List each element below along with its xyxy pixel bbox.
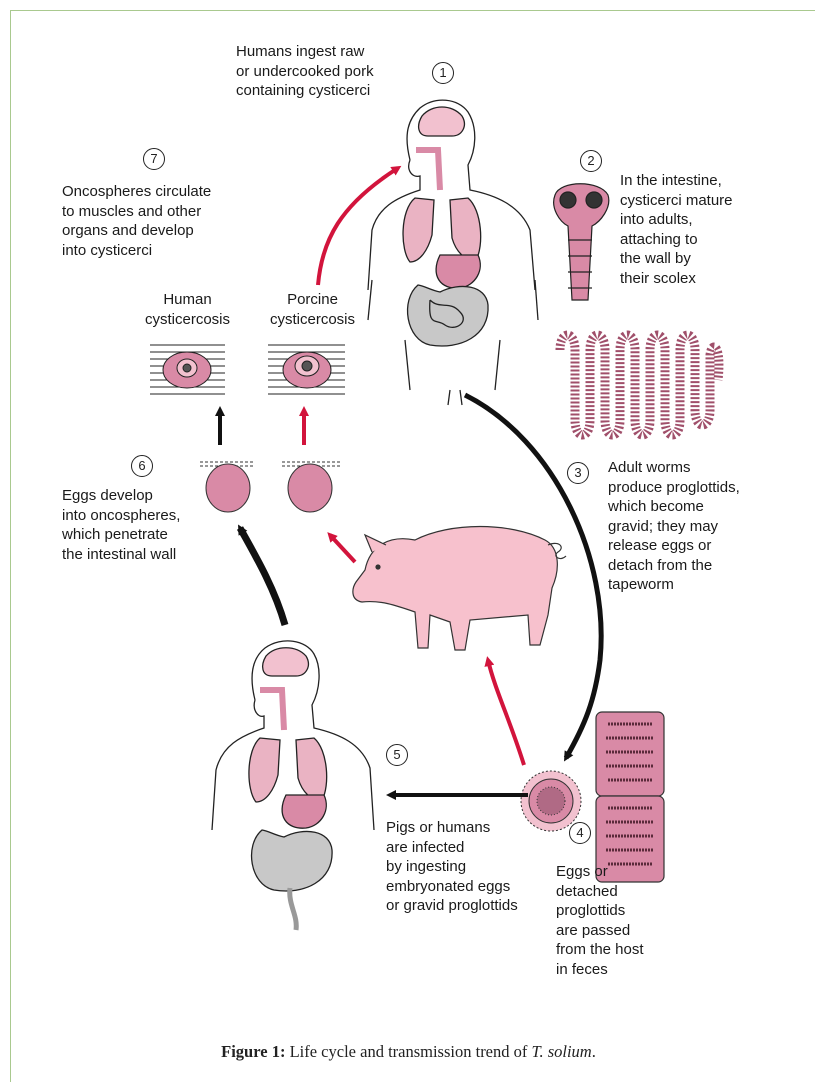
step-1-number: 1: [432, 62, 454, 84]
caption-species: T. solium: [532, 1042, 592, 1061]
step-1-text: Humans ingest raw or undercooked pork co…: [236, 42, 374, 101]
porcine-cysticercosis-label: Porcine cysticercosis: [250, 290, 375, 329]
adult-tapeworm-illustration: [560, 335, 719, 435]
human-host-bottom: [212, 641, 374, 930]
scolex-illustration: [554, 184, 609, 300]
human-cysticercosis-label: Human cysticercosis: [130, 290, 245, 329]
gravid-proglottids-illustration: [596, 712, 664, 882]
step-2-text: In the intestine, cysticerci mature into…: [620, 171, 733, 288]
oncosphere-porcine: [282, 462, 340, 512]
oncosphere-human: [200, 462, 255, 512]
step-5-number: 5: [386, 744, 408, 766]
arrow-to-human-top: [318, 168, 398, 285]
arrow-pig-to-oncosphere: [330, 535, 355, 562]
caption-suffix: .: [592, 1042, 596, 1061]
step-6-number: 6: [131, 455, 153, 477]
step-7-number: 7: [143, 148, 165, 170]
step-5-text: Pigs or humans are infected by ingesting…: [386, 818, 518, 916]
egg-illustration: [521, 771, 581, 831]
human-host-top: [368, 100, 538, 405]
porcine-cysticercosis-tissue: [268, 345, 345, 394]
step-4-number: 4: [569, 822, 591, 844]
step-6-text: Eggs develop into oncospheres, which pen…: [62, 486, 180, 564]
pig-illustration: [353, 527, 566, 651]
step-4-text: Eggs or detached proglottids are passed …: [556, 862, 644, 979]
caption-text: Life cycle and transmission trend of: [285, 1042, 531, 1061]
step-3-number: 3: [567, 462, 589, 484]
figure-caption: Figure 1: Life cycle and transmission tr…: [0, 1042, 817, 1062]
step-3-text: Adult worms produce proglottids, which b…: [608, 458, 740, 595]
arrow-human-to-oncosphere: [240, 528, 285, 625]
step-2-number: 2: [580, 150, 602, 172]
arrow-egg-to-pig: [488, 660, 524, 765]
step-7-text: Oncospheres circulate to muscles and oth…: [62, 182, 211, 260]
caption-prefix: Figure 1:: [221, 1042, 285, 1061]
human-cysticercosis-tissue: [150, 345, 225, 394]
